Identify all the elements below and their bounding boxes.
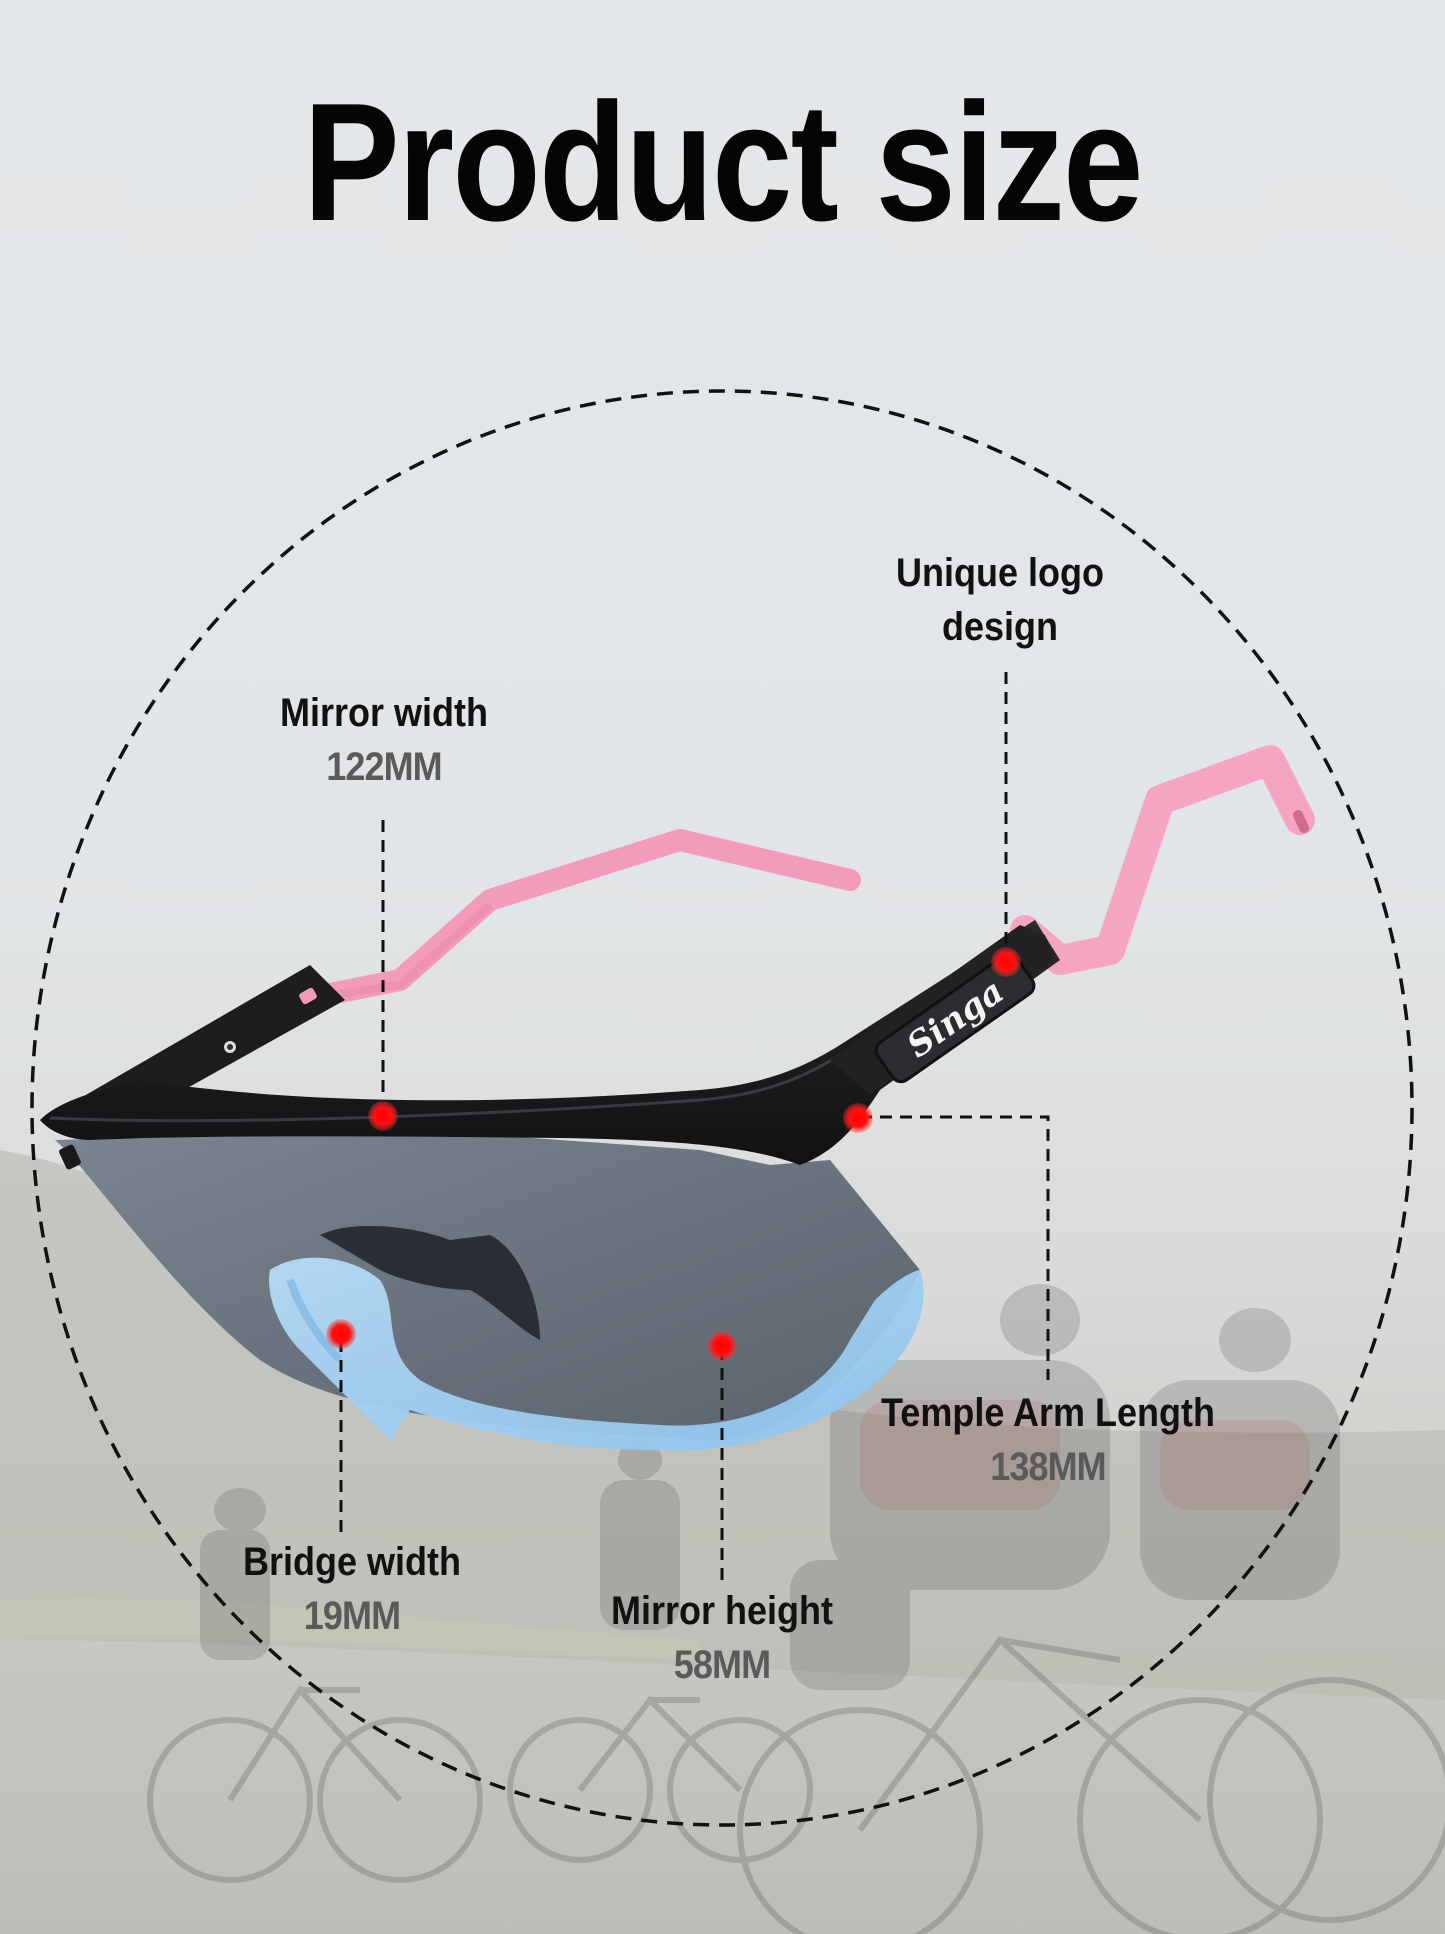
nose-pad bbox=[269, 1257, 924, 1451]
dashed-circle-outline bbox=[30, 389, 1414, 1827]
callout-value: 19MM bbox=[303, 1594, 401, 1638]
bridge-width-marker bbox=[326, 1319, 356, 1349]
logo-plate bbox=[874, 952, 1036, 1084]
callout-unique-logo: Unique logo design bbox=[896, 546, 1104, 654]
callout-mirror-width: Mirror width 122MM bbox=[280, 686, 488, 794]
callout-name-line1: Unique logo bbox=[896, 551, 1104, 595]
callout-name-line2: design bbox=[941, 605, 1059, 649]
callout-value: 138MM bbox=[990, 1445, 1106, 1489]
callout-name: Temple Arm Length bbox=[880, 1391, 1216, 1435]
callout-mirror-height: Mirror height 58MM bbox=[611, 1584, 833, 1692]
right-temple-arm bbox=[1010, 745, 1315, 975]
callout-name: Bridge width bbox=[243, 1540, 461, 1584]
mirror-height-marker bbox=[707, 1331, 737, 1361]
page-title: Product size bbox=[303, 68, 1143, 256]
callout-value: 58MM bbox=[673, 1643, 771, 1687]
temple-arm-leader bbox=[860, 1115, 1050, 1380]
callout-name: Mirror width bbox=[280, 691, 488, 735]
callout-value: 122MM bbox=[326, 745, 442, 789]
logo-marker bbox=[991, 947, 1021, 977]
frame-brow bbox=[40, 920, 1060, 1165]
temple-arm-marker bbox=[843, 1103, 873, 1133]
callout-bridge-width: Bridge width 19MM bbox=[243, 1535, 461, 1643]
callout-name: Mirror height bbox=[610, 1589, 834, 1633]
callout-temple-arm-length: Temple Arm Length 138MM bbox=[881, 1386, 1215, 1494]
mirror-width-marker bbox=[368, 1101, 398, 1131]
measurement-markers bbox=[326, 947, 1021, 1361]
